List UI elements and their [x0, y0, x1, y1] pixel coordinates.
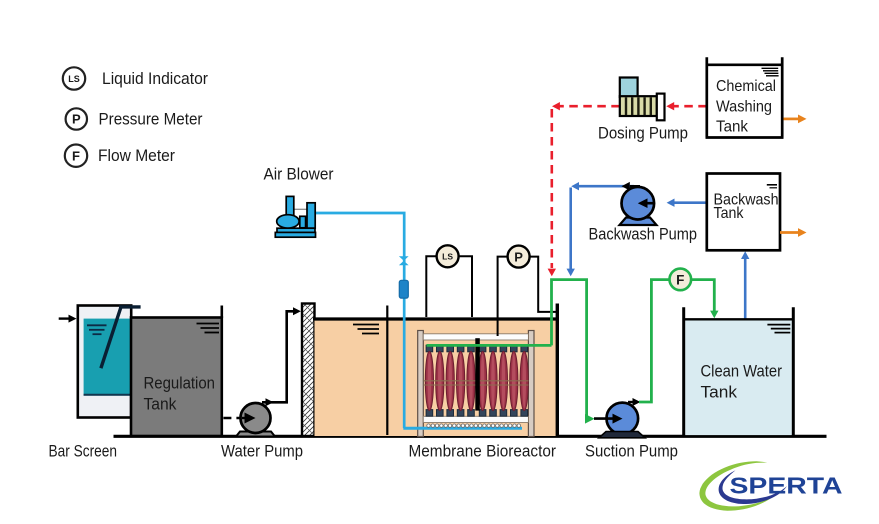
- svg-text:Suction Pump: Suction Pump: [585, 443, 678, 461]
- svg-text:Water Pump: Water Pump: [221, 443, 303, 461]
- svg-text:LS: LS: [68, 74, 80, 84]
- svg-text:Tank: Tank: [144, 396, 178, 414]
- svg-text:Liquid Indicator: Liquid Indicator: [102, 69, 208, 88]
- svg-text:P: P: [72, 112, 81, 127]
- svg-text:Chemical: Chemical: [716, 78, 776, 95]
- svg-text:Tank: Tank: [701, 383, 738, 402]
- svg-text:Air Blower: Air Blower: [264, 166, 334, 184]
- svg-text:Tank: Tank: [714, 205, 745, 222]
- svg-text:Backwash Pump: Backwash Pump: [589, 226, 698, 244]
- svg-text:Membrane Bioreactor: Membrane Bioreactor: [409, 443, 557, 461]
- svg-text:Washing: Washing: [716, 98, 772, 115]
- svg-text:Dosing Pump: Dosing Pump: [598, 125, 688, 143]
- svg-text:SPERTA: SPERTA: [730, 473, 843, 499]
- svg-text:Regulation: Regulation: [144, 375, 216, 393]
- svg-text:Flow Meter: Flow Meter: [98, 146, 175, 165]
- svg-text:Pressure Meter: Pressure Meter: [99, 110, 203, 129]
- svg-text:P: P: [514, 249, 523, 264]
- svg-text:LS: LS: [442, 251, 453, 261]
- svg-text:Clean Water: Clean Water: [701, 362, 783, 381]
- svg-text:F: F: [72, 149, 80, 164]
- svg-text:F: F: [676, 272, 684, 287]
- svg-text:Bar Screen: Bar Screen: [49, 443, 118, 461]
- svg-text:Tank: Tank: [716, 119, 749, 136]
- svg-text:Backwash: Backwash: [714, 191, 779, 208]
